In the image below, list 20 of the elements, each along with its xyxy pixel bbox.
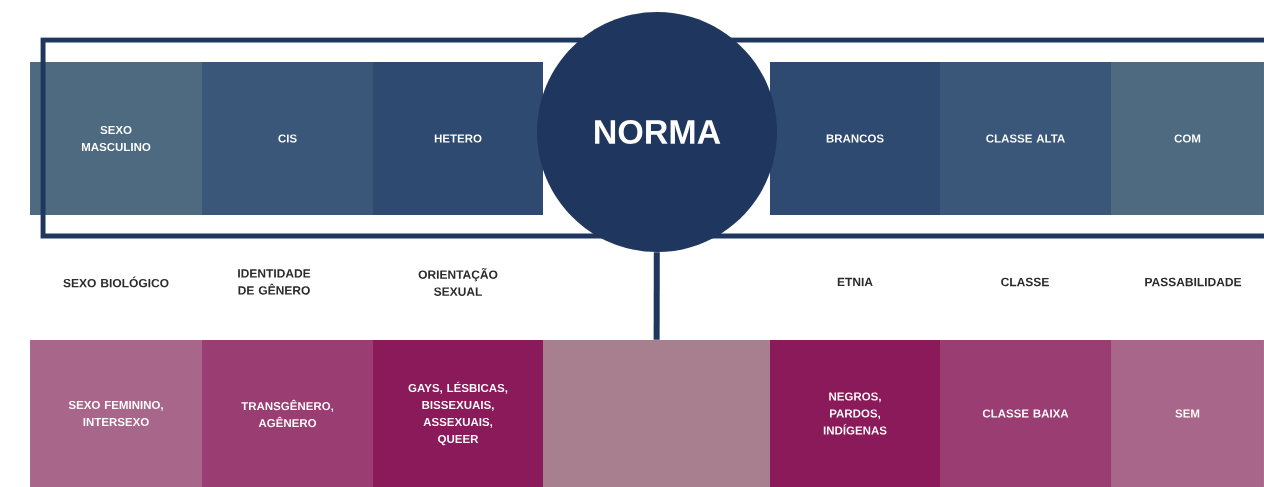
connector-line bbox=[653, 252, 660, 340]
category-box: BRANCOS bbox=[770, 62, 940, 215]
category-label: IDENTIDADE DE GÊNERO bbox=[238, 269, 311, 295]
category-box: SEXO FEMININO, INTERSEXO bbox=[30, 340, 202, 487]
category-box: TRANSGÊNERO, AGÊNERO bbox=[202, 340, 373, 487]
category-box: CLASSE ALTA bbox=[940, 62, 1111, 215]
category-box: CLASSE BAIXA bbox=[940, 340, 1111, 487]
category-box: NEGROS, PARDOS, INDÍGENAS bbox=[770, 340, 940, 487]
circle-badge: NORMA bbox=[537, 12, 777, 252]
category-label: CLASSE bbox=[1001, 277, 1049, 287]
category-label: PASSABILIDADE bbox=[1145, 277, 1242, 287]
category-box: HETERO bbox=[373, 62, 543, 215]
category-label: ORIENTAÇÃO SEXUAL bbox=[418, 268, 498, 296]
category-label: ETNIA bbox=[837, 277, 873, 287]
category-box: COM bbox=[1111, 62, 1264, 215]
category-label: SEXO BIOLÓGICO bbox=[63, 276, 169, 288]
category-box: GAYS, LÉSBICAS, BISSEXUAIS, ASSEXUAIS, QUEER bbox=[373, 340, 543, 487]
category-box: CIS bbox=[202, 62, 373, 215]
category-box: SEXO MASCULINO bbox=[30, 62, 202, 215]
category-box: SEM bbox=[1111, 340, 1264, 487]
